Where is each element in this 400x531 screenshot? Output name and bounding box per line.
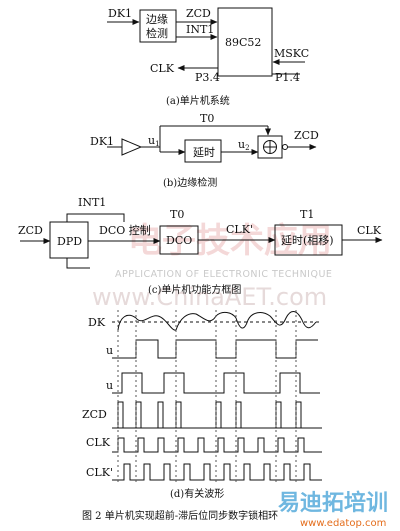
- u1-waveform: [112, 339, 318, 359]
- delay-block-b: [184, 139, 222, 163]
- clk-prime-label: CLK': [226, 223, 253, 236]
- watermark-en: APPLICATION OF ELECTRONIC TECHNIQUE: [115, 269, 332, 280]
- caption-c: (c)单片机功能方框图: [148, 283, 241, 296]
- u2-label: u2: [238, 138, 250, 152]
- dk-waveform: [117, 311, 317, 331]
- dpd-label: DPD: [57, 235, 82, 248]
- p34-label: P3.4: [195, 71, 220, 84]
- t0-label-b: T0: [200, 112, 214, 125]
- zcd-label-c: ZCD: [18, 224, 43, 237]
- p14-label: P1.4: [275, 71, 300, 84]
- wave-label-zcd: ZCD: [82, 408, 107, 421]
- wave-label-clk: CLK: [86, 436, 111, 449]
- edge-detect-line2: 检测: [146, 26, 168, 40]
- int1-bracket: [66, 213, 125, 222]
- zcd-label-b: ZCD: [294, 129, 319, 142]
- panel-b-edge: [107, 125, 317, 163]
- dk1-label-b: DK1: [90, 135, 114, 148]
- wave-label-u2: u: [106, 379, 113, 392]
- panel-d-waveforms: [112, 310, 322, 484]
- caption-a: (a)单片机系统: [166, 94, 230, 107]
- delay-label-b: 延时: [193, 146, 215, 159]
- int1-label-a: INT1: [186, 23, 214, 36]
- clk-waveform: [112, 437, 322, 453]
- watermark-site: www.ChinaAET.com: [92, 283, 327, 311]
- delay-phase-label: 延时(相移): [281, 234, 334, 247]
- wave-label-dk: DK: [88, 316, 106, 329]
- feedback-line: [66, 258, 90, 269]
- caption-d: (d)有关波形: [170, 487, 224, 500]
- figure-caption: 图 2 单片机实现超前-滞后位同步数字锁相环: [82, 509, 278, 522]
- edge-detect-line1: 边缘: [146, 13, 168, 26]
- caption-b: (b)边缘检测: [163, 176, 217, 189]
- watermark-brand-url: www.edatop.com: [300, 518, 386, 529]
- wave-label-clk-prime: CLK': [86, 466, 113, 479]
- u1-label: u1: [148, 134, 160, 148]
- u2-waveform: [112, 372, 320, 394]
- timing-gridlines: [117, 310, 297, 484]
- t0-label-c: T0: [170, 208, 184, 221]
- t1-label: T1: [300, 208, 314, 221]
- watermark-brand: 易迪拓培训: [278, 490, 388, 516]
- dpd-block: [49, 221, 89, 259]
- edge-detect-block: [139, 9, 177, 43]
- clk-label-c: CLK: [357, 224, 382, 237]
- zcd-pulses: [112, 401, 322, 429]
- int1-label-c: INT1: [78, 196, 106, 209]
- dco-ctrl-label: DCO 控制: [99, 223, 151, 237]
- panel-c-function: [20, 213, 383, 269]
- panel-a-system: [107, 7, 305, 77]
- mcu-label: 89C52: [225, 36, 261, 49]
- watermark: 电子技术应用 APPLICATION OF ELECTRONIC TECHNIQ…: [92, 221, 388, 529]
- zcd-label-a: ZCD: [186, 7, 211, 20]
- clk-prime-waveform: [112, 463, 322, 481]
- buffer-triangle: [121, 138, 143, 156]
- mcu-block: [217, 7, 273, 77]
- clk-label-a: CLK: [150, 62, 175, 75]
- mskc-label: MSKC: [274, 47, 309, 60]
- dco-label: DCO: [166, 234, 192, 247]
- dk1-label-a: DK1: [108, 7, 132, 20]
- wave-label-u1: u: [106, 344, 113, 357]
